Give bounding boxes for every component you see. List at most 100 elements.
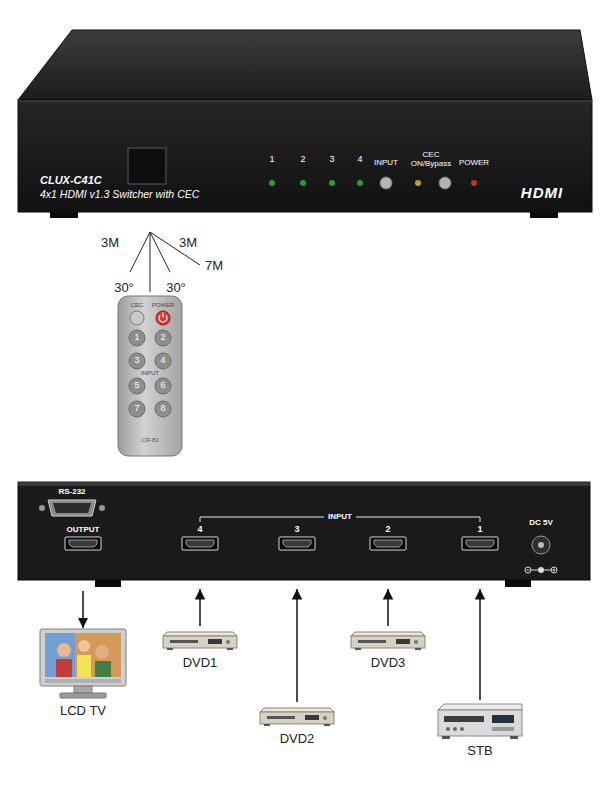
- stb-button: [453, 727, 457, 731]
- device-label: STB: [467, 743, 492, 759]
- tv-image: [45, 633, 75, 677]
- number-button: [155, 353, 171, 369]
- label-text: 8: [160, 404, 165, 414]
- tv-image: [56, 659, 72, 677]
- device-label: LCD TV: [60, 703, 106, 719]
- dc-jack: [532, 536, 550, 554]
- label-text: 3: [329, 155, 334, 165]
- label-text: 30°: [114, 281, 134, 295]
- hdmi-port-face: [374, 540, 402, 547]
- port-label: 4: [197, 524, 202, 535]
- polarity-symbol: [553, 570, 556, 571]
- dvd-foot: [415, 648, 421, 650]
- dvd-tray: [170, 640, 198, 643]
- label-text: CEC ON/Bypass: [409, 151, 453, 169]
- power-icon: [162, 313, 163, 318]
- dc-jack-pin: [538, 542, 544, 548]
- led: [415, 180, 421, 186]
- port-picture: [61, 535, 105, 553]
- screw: [39, 505, 45, 511]
- label-text: 1: [269, 155, 274, 165]
- label-text: CLUX-C41C: [40, 174, 102, 186]
- tv-frame: [40, 629, 126, 686]
- label-text: POWER: [459, 159, 489, 168]
- label-text: 2: [300, 155, 305, 165]
- polarity-symbol: [544, 570, 551, 571]
- polarity-symbol: [551, 567, 557, 573]
- device-box: STB: [436, 700, 524, 759]
- hdmi-port: [279, 537, 315, 550]
- signal-arrow: [296, 589, 298, 702]
- port-label: 2: [385, 524, 390, 535]
- dvd-tray: [267, 716, 295, 719]
- button: [439, 177, 451, 189]
- stb-top: [438, 704, 522, 710]
- dvd-top: [260, 708, 334, 712]
- tv-image: [95, 645, 109, 659]
- hdmi-port: [182, 537, 218, 550]
- label-text: 4: [357, 155, 362, 165]
- number-button: [129, 330, 145, 346]
- number-button: [129, 378, 145, 394]
- screw: [99, 505, 105, 511]
- stb-display: [492, 715, 514, 723]
- signal-arrow: [387, 589, 389, 626]
- dvd-foot: [324, 724, 330, 726]
- dvd-picture: [259, 702, 335, 728]
- ir-window: [128, 148, 166, 184]
- front-unit: [18, 30, 592, 218]
- led: [471, 180, 477, 186]
- device-box: DVD2: [259, 702, 335, 747]
- label-text: CEC: [131, 302, 144, 309]
- label-text: 2: [160, 333, 165, 343]
- label-text: INPUT: [374, 159, 398, 168]
- dvd-display: [305, 715, 319, 720]
- label-text: 6: [160, 381, 165, 391]
- port-picture: [458, 535, 502, 553]
- polarity-symbol: [531, 570, 538, 571]
- dvd-display: [208, 639, 222, 644]
- range-line: [150, 232, 151, 292]
- led: [300, 180, 306, 186]
- button: [380, 177, 392, 189]
- label-text: INPUT: [141, 370, 159, 377]
- hdmi-port: [462, 537, 498, 550]
- polarity-symbol: [527, 570, 530, 571]
- dvd-foot: [167, 648, 173, 650]
- tv-screen: [45, 633, 121, 677]
- input-bracket: [480, 517, 481, 522]
- stb-foot: [442, 736, 450, 739]
- label-text: HDMI: [521, 185, 563, 202]
- polarity-symbol: [554, 569, 555, 572]
- foot: [505, 580, 531, 587]
- port-label: 1: [477, 524, 482, 535]
- tv-speaker: [45, 679, 121, 683]
- stb-foot: [510, 736, 518, 739]
- input-bracket: [200, 517, 201, 522]
- stb-slot: [444, 716, 484, 722]
- port-box: OUTPUT: [56, 524, 110, 591]
- device-box: DVD3: [350, 626, 426, 671]
- rear-edge: [18, 482, 590, 486]
- led: [329, 180, 335, 186]
- led: [269, 180, 275, 186]
- stb-button: [446, 727, 450, 731]
- range-line: [150, 232, 200, 265]
- number-button: [155, 378, 171, 394]
- rear-panel: [18, 482, 590, 580]
- dvd-display: [396, 639, 410, 644]
- label-text: 7M: [205, 259, 223, 273]
- edge-highlight: [18, 101, 592, 102]
- label-text: 3: [134, 356, 139, 366]
- dvd-foot: [227, 648, 233, 650]
- dvd-picture: [162, 626, 238, 652]
- dvd-button: [414, 640, 418, 644]
- dvd-body: [163, 636, 237, 648]
- foot: [50, 212, 78, 218]
- dvd-foot: [264, 724, 270, 726]
- label-text: DC 5V: [529, 519, 553, 528]
- device-label: DVD1: [183, 655, 218, 671]
- tv-image: [78, 640, 90, 652]
- db9-connector: [48, 500, 96, 516]
- number-button: [155, 401, 171, 417]
